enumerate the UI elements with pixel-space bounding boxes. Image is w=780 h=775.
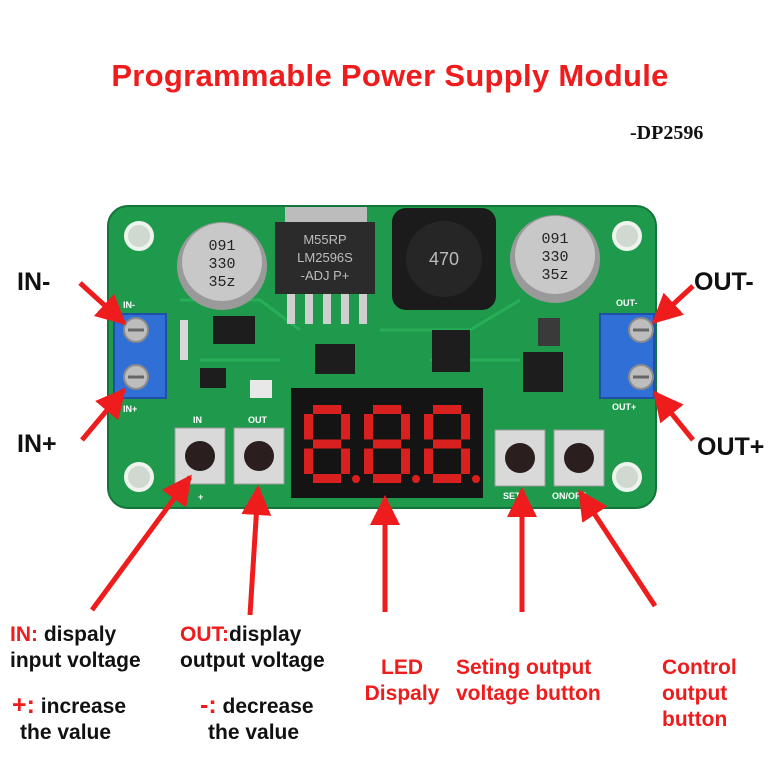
label-in-minus: IN- xyxy=(17,268,51,296)
led-digit-3-segment-4 xyxy=(433,474,461,483)
svg-text:-ADJ P+: -ADJ P+ xyxy=(301,268,350,283)
led-digit-2-segment-4 xyxy=(373,474,401,483)
capacitor-left: 091 330 35z xyxy=(177,222,267,310)
svg-text:470: 470 xyxy=(429,249,459,269)
svg-text:+: + xyxy=(198,492,203,502)
led-digit-1-segment-7 xyxy=(313,439,341,449)
label-in-plus: IN+ xyxy=(17,430,57,458)
page-title: Programmable Power Supply Module xyxy=(111,58,669,93)
led-digit-1-segment-6 xyxy=(304,414,313,440)
svg-text:OUT+: OUT+ xyxy=(612,402,636,412)
led-digit-3-segment-7 xyxy=(433,439,461,449)
led-display xyxy=(291,388,483,498)
led-digit-2-segment-2 xyxy=(401,414,410,440)
small-components xyxy=(180,316,563,398)
svg-text:IN: IN xyxy=(193,415,202,425)
annotation-plus: +: increase the value xyxy=(12,691,127,744)
svg-text:091: 091 xyxy=(541,231,568,248)
led-digit-3-segment-3 xyxy=(461,448,470,474)
annotation-out: OUT:display output voltage xyxy=(180,623,325,672)
led-digit-3-segment-1 xyxy=(433,405,461,414)
svg-text:35z: 35z xyxy=(208,274,235,291)
svg-text:IN+: IN+ xyxy=(123,404,137,414)
button-in-plus xyxy=(174,427,226,485)
led-digit-1-segment-1 xyxy=(313,405,341,414)
terminal-out xyxy=(599,313,655,399)
mounting-holes xyxy=(124,221,642,492)
svg-text:330: 330 xyxy=(208,256,235,273)
svg-text:OUT-: OUT- xyxy=(616,298,638,308)
svg-text:M55RP: M55RP xyxy=(303,232,346,247)
svg-text:091: 091 xyxy=(208,238,235,255)
led-digit-3-segment-6 xyxy=(424,414,433,440)
led-digit-2-segment-7 xyxy=(373,439,401,449)
led-digit-2-segment-1 xyxy=(373,405,401,414)
annotation-arrows xyxy=(78,281,695,616)
button-out-minus xyxy=(233,427,285,485)
inductor: 470 xyxy=(392,208,496,310)
led-digit-2-segment-6 xyxy=(364,414,373,440)
svg-text:LM2596S: LM2596S xyxy=(297,250,353,265)
led-digit-2-segment-3 xyxy=(401,448,410,474)
led-digit-3-segment-5 xyxy=(424,448,433,474)
capacitor-right: 091 330 35z xyxy=(510,215,600,303)
regulator-chip: M55RP LM2596S -ADJ P+ xyxy=(275,207,375,324)
led-digit-2-segment-5 xyxy=(364,448,373,474)
led-digit-1-segment-5 xyxy=(304,448,313,474)
led-digit-2-decimal-point xyxy=(412,475,420,483)
label-out-plus: OUT+ xyxy=(697,433,765,461)
svg-text:ON/OFF: ON/OFF xyxy=(552,491,586,501)
label-out-minus: OUT- xyxy=(694,268,754,296)
annotation-control-button: Control output button xyxy=(662,656,737,731)
button-set xyxy=(494,429,546,487)
svg-text:SET: SET xyxy=(503,491,521,501)
button-on-off xyxy=(553,429,605,487)
annotation-minus: -: decrease the value xyxy=(200,691,314,744)
annotation-led-display: LED Dispaly xyxy=(364,656,440,705)
led-digit-3-decimal-point xyxy=(472,475,480,483)
svg-text:OUT: OUT xyxy=(248,415,268,425)
terminal-in xyxy=(113,313,167,399)
led-digit-1-decimal-point xyxy=(352,475,360,483)
led-digit-1-segment-3 xyxy=(341,448,350,474)
led-digit-3-segment-2 xyxy=(461,414,470,440)
led-digit-1-segment-4 xyxy=(313,474,341,483)
svg-text:330: 330 xyxy=(541,249,568,266)
annotation-set-button: Seting output voltage button xyxy=(456,656,601,705)
svg-text:35z: 35z xyxy=(541,267,568,284)
svg-text:IN-: IN- xyxy=(123,300,135,310)
led-digit-1-segment-2 xyxy=(341,414,350,440)
model-number: -DP2596 xyxy=(630,122,704,144)
annotation-in: IN: dispaly input voltage xyxy=(10,623,141,672)
